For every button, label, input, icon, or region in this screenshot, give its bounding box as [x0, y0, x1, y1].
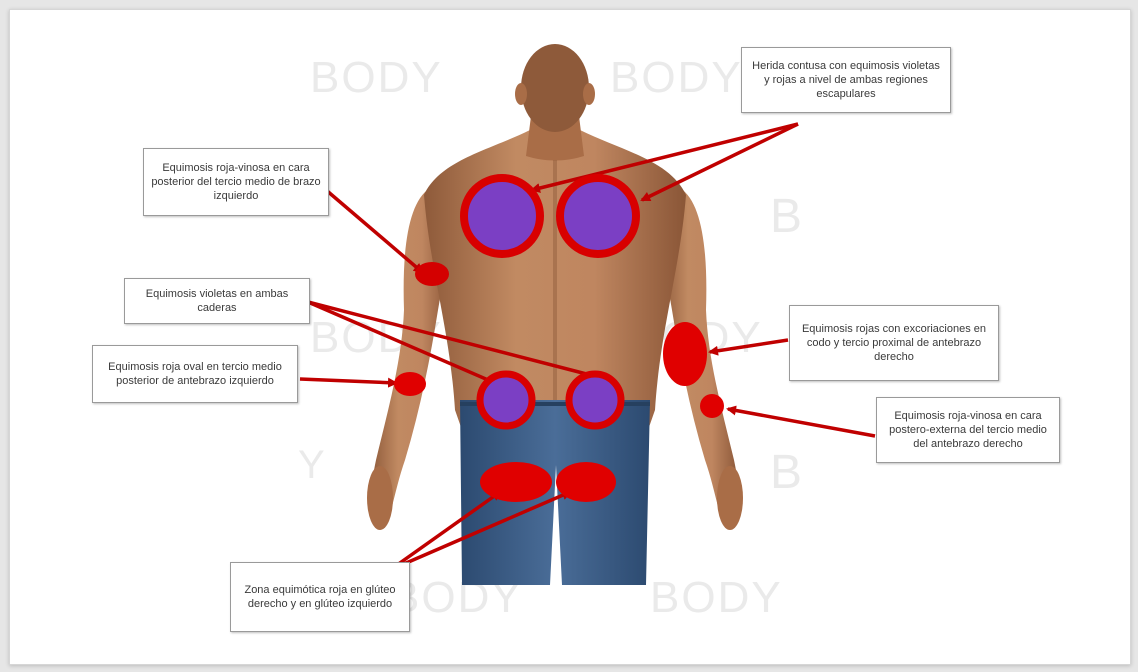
watermark-text: B: [770, 446, 804, 499]
lesion-hip-right: [569, 374, 621, 426]
arrow-left-arm: [326, 190, 422, 272]
label-left-arm: Equimosis roja-vinosa en cara posterior …: [143, 148, 329, 216]
figure-card: BODY BODY BODY BODY BODY BODY B B Y: [9, 9, 1131, 665]
watermark-text: BODY: [610, 53, 743, 102]
lesion-right-elbow: [663, 322, 707, 386]
lesion-right-forearm: [700, 394, 724, 418]
watermark-text: BODY: [650, 573, 783, 622]
lesion-left-arm: [415, 262, 449, 286]
lesion-gluteus-left: [480, 462, 552, 502]
label-right-forearm: Equimosis roja-vinosa en cara postero-ex…: [876, 397, 1060, 463]
label-right-elbow: Equimosis rojas con excoriaciones en cod…: [789, 305, 999, 381]
arrow-left-forearm: [300, 379, 396, 383]
arrow-scapular-right: [642, 124, 798, 200]
right-ear: [583, 83, 595, 105]
lesion-left-forearm: [394, 372, 426, 396]
label-scapular: Herida contusa con equimosis violetas y …: [741, 47, 951, 113]
lesion-gluteus-right: [556, 462, 616, 502]
lesion-scapula-right: [560, 178, 636, 254]
left-hand: [367, 466, 393, 530]
label-buttocks: Zona equimótica roja en glúteo derecho y…: [230, 562, 410, 632]
arrow-right-forearm: [728, 409, 875, 436]
label-left-forearm: Equimosis roja oval en tercio medio post…: [92, 345, 298, 403]
head: [521, 44, 589, 132]
human-figure: [367, 44, 743, 585]
label-hips: Equimosis violetas en ambas caderas: [124, 278, 310, 324]
watermark-text: BODY: [310, 53, 443, 102]
watermark-text: B: [770, 190, 804, 243]
lesion-scapula-left: [464, 178, 540, 254]
right-hand: [717, 466, 743, 530]
left-ear: [515, 83, 527, 105]
watermark-text: Y: [298, 443, 327, 487]
lesion-hip-left: [480, 374, 532, 426]
